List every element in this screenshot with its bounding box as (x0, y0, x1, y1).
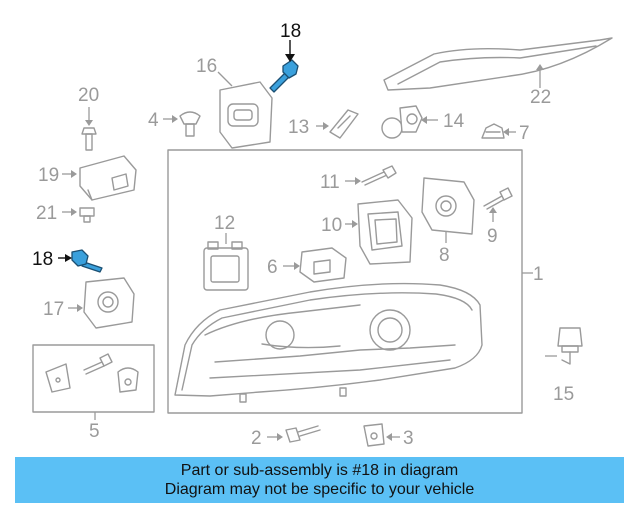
assembly-frame (167, 149, 523, 414)
callout-8: 8 (439, 245, 450, 266)
part-4-grommet (179, 111, 201, 137)
callout-15: 15 (553, 384, 574, 405)
part-20-bolt (81, 127, 97, 151)
part-19-module (79, 155, 137, 201)
part-8-ballast (421, 177, 475, 235)
callout-20: 20 (78, 85, 99, 106)
callout-19: 19 (38, 165, 59, 186)
part-12-module (203, 241, 249, 291)
callout-18-left: 18 (32, 249, 53, 270)
part-3-clip (363, 423, 385, 447)
part-10-bracket (357, 199, 413, 265)
part-5-kit (32, 344, 155, 413)
info-banner: Part or sub-assembly is #18 in diagram D… (15, 457, 624, 503)
callout-9: 9 (487, 226, 498, 247)
part-21-nut (79, 207, 95, 223)
headlamp-housing (174, 282, 483, 403)
callout-11: 11 (320, 172, 340, 193)
callout-4: 4 (148, 110, 159, 131)
part-18-bolt-left (71, 249, 103, 273)
callout-17: 17 (43, 299, 64, 320)
callout-2: 2 (251, 428, 262, 449)
callout-21: 21 (36, 203, 57, 224)
callout-7: 7 (519, 123, 530, 144)
callout-5: 5 (89, 421, 100, 442)
callout-1: 1 (533, 264, 544, 285)
part-11-screw (361, 165, 397, 186)
callout-6: 6 (267, 257, 278, 278)
callout-13: 13 (288, 117, 309, 138)
callout-12: 12 (214, 213, 235, 234)
part-2-screw (285, 425, 321, 443)
callout-22: 22 (530, 87, 551, 108)
banner-line-1: Part or sub-assembly is #18 in diagram (180, 462, 459, 479)
part-13-clip (329, 109, 359, 139)
callout-3: 3 (403, 428, 414, 449)
part-15-bulb (557, 327, 583, 365)
callout-18-top: 18 (280, 21, 301, 42)
part-18-bolt-top (269, 59, 299, 93)
part-22-trim (383, 37, 613, 91)
part-16-unit (219, 81, 273, 149)
part-17-ballast (83, 277, 135, 329)
part-14-socket (381, 105, 423, 139)
callout-14: 14 (443, 111, 465, 132)
banner-line-2: Diagram may not be specific to your vehi… (164, 481, 475, 498)
part-7-cap (481, 123, 505, 139)
part-9-screw (483, 187, 513, 210)
part-6-connector (299, 247, 347, 283)
callout-10: 10 (321, 215, 342, 236)
callout-16: 16 (196, 56, 217, 77)
